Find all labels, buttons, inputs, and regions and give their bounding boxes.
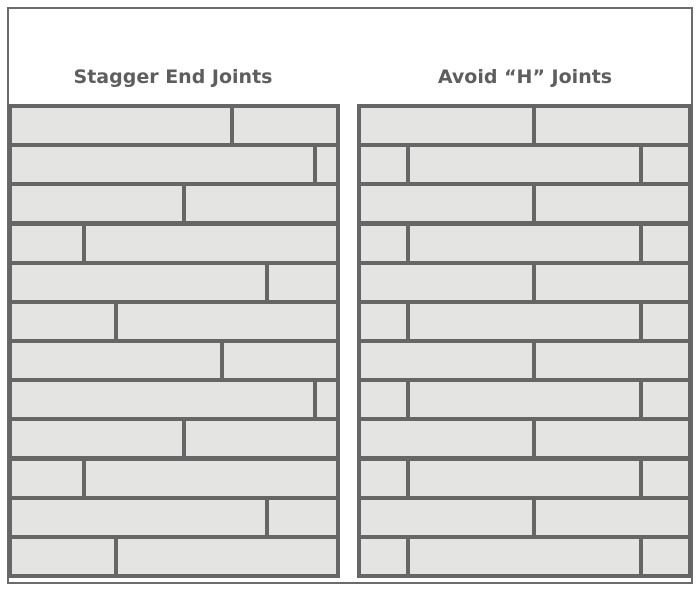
floor-board (12, 147, 313, 183)
floor-board (12, 343, 220, 379)
floor-board (409, 225, 640, 261)
floor-board (118, 303, 336, 339)
floor-board (361, 225, 406, 261)
floor-board (361, 382, 406, 418)
floor-board (643, 303, 688, 339)
floor-board (12, 460, 83, 496)
h-joints-floor-panel (357, 104, 692, 578)
floor-board (361, 343, 533, 379)
floor-board (536, 421, 688, 457)
floor-board (268, 499, 336, 535)
floor-board (536, 499, 688, 535)
floor-board (643, 382, 688, 418)
floor-board (536, 264, 688, 300)
panel-divider (340, 104, 357, 578)
floor-board (12, 108, 230, 144)
floor-board (361, 264, 533, 300)
floor-board (86, 225, 336, 261)
floor-board (118, 538, 336, 574)
floor-board (643, 225, 688, 261)
floor-board (536, 108, 688, 144)
floor-board (12, 264, 265, 300)
floor-board (361, 303, 406, 339)
floor-board (12, 225, 83, 261)
floor-board (409, 538, 640, 574)
stagger-floor-panel (8, 104, 340, 578)
floor-board (361, 186, 533, 222)
floor-board (12, 303, 115, 339)
floor-board (361, 460, 406, 496)
stagger-end-joints-title: Stagger End Joints (73, 66, 273, 88)
floor-board (268, 264, 336, 300)
floor-board (361, 108, 533, 144)
floor-board (361, 421, 533, 457)
floor-board (316, 382, 336, 418)
floor-board (361, 499, 533, 535)
floor-board (233, 108, 336, 144)
floor-board (409, 147, 640, 183)
floor-board (185, 186, 336, 222)
floor-board (12, 421, 182, 457)
floor-board (536, 186, 688, 222)
floor-board (316, 147, 336, 183)
floor-board (536, 343, 688, 379)
floor-board (12, 499, 265, 535)
floor-board (224, 343, 336, 379)
avoid-h-joints-title: Avoid “H” Joints (437, 66, 613, 88)
floor-board (643, 147, 688, 183)
floor-board (409, 382, 640, 418)
floor-board (12, 538, 115, 574)
floor-board (409, 460, 640, 496)
floor-board (361, 538, 406, 574)
floor-board (361, 147, 406, 183)
floor-board (12, 382, 313, 418)
floor-board (409, 303, 640, 339)
floor-board (643, 538, 688, 574)
floor-board (643, 460, 688, 496)
floor-board (185, 421, 336, 457)
floor-board (86, 460, 336, 496)
floor-board (12, 186, 182, 222)
